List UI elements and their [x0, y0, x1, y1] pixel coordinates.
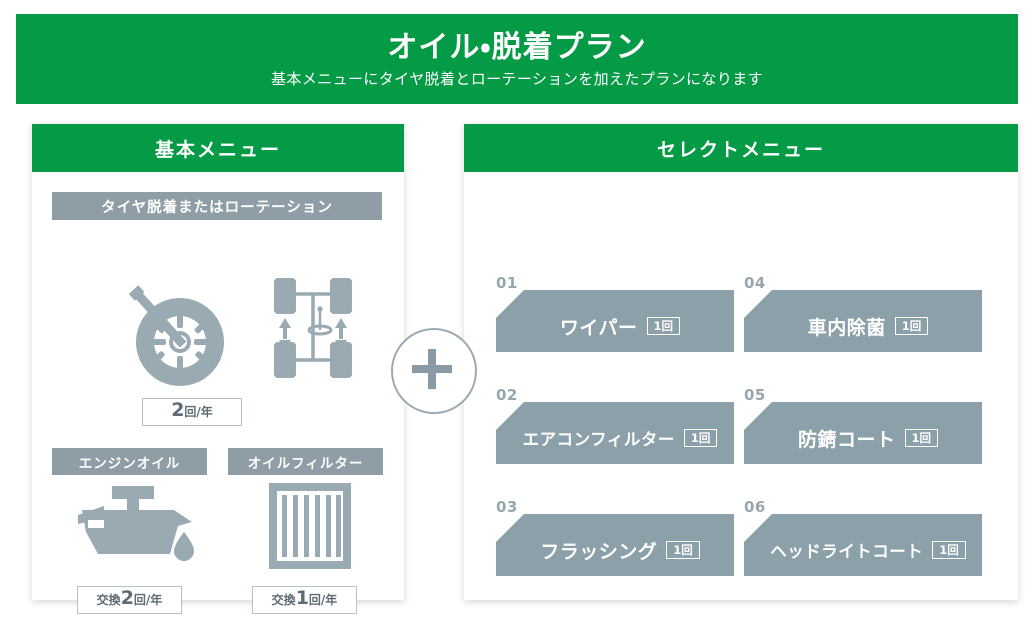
oil-filter-prefix: 交換 — [271, 593, 296, 607]
select-item-number: 05 — [744, 386, 766, 404]
select-item-number: 03 — [496, 498, 518, 516]
page-title: オイル・脱着プラン — [387, 29, 647, 65]
oil-filter-label: オイルフィルター — [228, 448, 383, 475]
plus-icon — [391, 328, 477, 414]
engine-oil-count-badge: 交換 2 回/年 — [77, 586, 182, 614]
select-item-number: 04 — [744, 274, 766, 292]
tire-rotation-chassis-icon — [264, 268, 364, 392]
oil-filter-count-number: 1 — [295, 587, 309, 609]
select-menu-body: 01 ワイパー 1回 02 エアコンフィルター 1回 03 フラッシング 1回 — [464, 172, 1018, 600]
select-item-box[interactable]: 防錆コート 1回 — [744, 402, 982, 464]
select-item-label: ワイパー — [559, 316, 638, 339]
select-menu-item[interactable]: 05 防錆コート 1回 — [744, 388, 982, 464]
select-item-label: エアコンフィルター — [522, 430, 675, 449]
oil-filter-count-unit: 回/年 — [308, 593, 338, 607]
select-item-box[interactable]: ワイパー 1回 — [496, 290, 734, 352]
select-menu-item[interactable]: 03 フラッシング 1回 — [496, 500, 734, 576]
engine-oil-count-unit: 回/年 — [133, 593, 163, 607]
select-menu-item[interactable]: 01 ワイパー 1回 — [496, 276, 734, 352]
engine-oil-label: エンジンオイル — [52, 448, 207, 475]
select-item-count: 1回 — [894, 316, 929, 336]
tire-service-count-badge: 2 回/年 — [142, 398, 242, 426]
select-menu-heading: セレクトメニュー — [464, 124, 1018, 172]
select-item-label: 車内除菌 — [807, 316, 886, 339]
select-menu-item[interactable]: 06 ヘッドライトコート 1回 — [744, 500, 982, 576]
select-item-number: 01 — [496, 274, 518, 292]
select-item-box[interactable]: エアコンフィルター 1回 — [496, 402, 734, 464]
select-item-count: 1回 — [646, 316, 681, 336]
basic-menu-panel: 基本メニュー タイヤ脱着またはローテーション — [32, 124, 404, 614]
select-item-label: ヘッドライトコート — [770, 542, 924, 561]
select-item-box[interactable]: 車内除菌 1回 — [744, 290, 982, 352]
select-item-count: 1回 — [932, 540, 966, 560]
page-subtitle: 基本メニューにタイヤ脱着とローテーションを加えたプランになります — [270, 69, 764, 88]
select-item-box[interactable]: ヘッドライトコート 1回 — [744, 514, 982, 576]
select-menu-item[interactable]: 02 エアコンフィルター 1回 — [496, 388, 734, 464]
select-menu-item[interactable]: 04 車内除菌 1回 — [744, 276, 982, 352]
header-banner: オイル・脱着プラン 基本メニューにタイヤ脱着とローテーションを加えたプランになり… — [16, 14, 1018, 104]
basic-menu-heading: 基本メニュー — [32, 124, 404, 172]
select-menu-grid: 01 ワイパー 1回 02 エアコンフィルター 1回 03 フラッシング 1回 — [464, 172, 1018, 600]
select-item-box[interactable]: フラッシング 1回 — [496, 514, 734, 576]
select-item-label: 防錆コート — [797, 428, 896, 451]
oil-filter-icon — [266, 480, 354, 576]
select-menu-panel: セレクトメニュー 01 ワイパー 1回 02 エアコンフィルター 1回 03 — [464, 124, 1018, 600]
basic-menu-body: タイヤ脱着またはローテーション — [32, 172, 404, 614]
select-item-count: 1回 — [904, 428, 939, 448]
select-item-number: 02 — [496, 386, 518, 404]
oil-filter-count-badge: 交換 1 回/年 — [252, 586, 357, 614]
engine-oil-prefix: 交換 — [96, 593, 121, 607]
tire-count-number: 2 — [171, 399, 185, 421]
select-item-number: 06 — [744, 498, 766, 516]
tire-service-label: タイヤ脱着またはローテーション — [52, 192, 382, 220]
select-item-count: 1回 — [683, 428, 718, 448]
tire-count-unit: 回/年 — [184, 405, 213, 419]
select-item-count: 1回 — [666, 540, 700, 560]
engine-oil-count-number: 2 — [120, 587, 134, 609]
select-item-label: フラッシング — [540, 540, 658, 563]
oil-can-icon — [74, 482, 206, 576]
tire-wrench-icon — [128, 272, 252, 394]
